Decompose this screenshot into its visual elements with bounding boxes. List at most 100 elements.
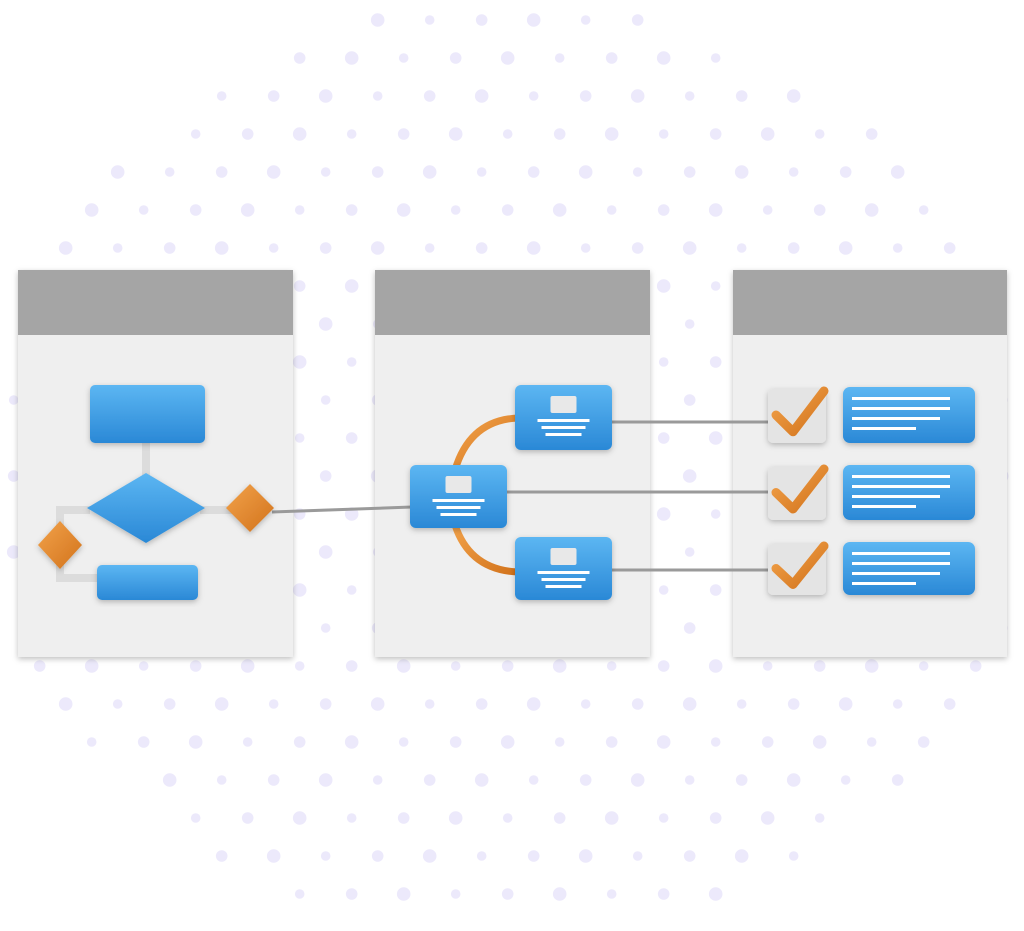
dot <box>424 243 435 253</box>
dot <box>892 699 903 709</box>
checklist-item <box>768 386 975 443</box>
dot <box>864 203 879 217</box>
dot <box>917 736 930 748</box>
dot <box>448 127 463 141</box>
dot <box>814 813 825 823</box>
dot <box>762 205 773 215</box>
dot <box>345 432 358 444</box>
dot <box>138 661 149 671</box>
dot <box>293 280 306 292</box>
dot <box>787 242 800 254</box>
dot <box>344 279 359 293</box>
dot <box>814 129 825 139</box>
dot <box>708 887 723 901</box>
dot <box>528 775 539 785</box>
dot <box>580 243 591 253</box>
dot <box>552 887 567 901</box>
dot <box>292 127 307 141</box>
dot <box>527 850 540 862</box>
dot <box>943 242 956 254</box>
dot <box>266 849 281 863</box>
dot <box>708 659 723 673</box>
checklist-item <box>768 541 975 595</box>
dot <box>138 205 149 215</box>
dot <box>215 850 228 862</box>
dot <box>475 242 488 254</box>
dot <box>630 89 645 103</box>
dot <box>762 661 773 671</box>
dot <box>294 889 305 899</box>
dot <box>268 699 279 709</box>
dot <box>476 167 487 177</box>
dot <box>450 205 461 215</box>
dot <box>552 203 567 217</box>
dot <box>657 888 670 900</box>
dot <box>709 812 722 824</box>
content-card-icon <box>515 385 612 450</box>
dot <box>33 660 46 672</box>
dot <box>189 204 202 216</box>
dot <box>162 773 177 787</box>
dot <box>631 698 644 710</box>
text-card-icon <box>843 542 975 595</box>
dot <box>267 90 280 102</box>
dot <box>632 167 643 177</box>
dot <box>372 91 383 101</box>
dot <box>241 812 254 824</box>
dot <box>606 661 617 671</box>
dot <box>683 166 696 178</box>
dot <box>788 167 799 177</box>
dot <box>604 811 619 825</box>
dot <box>318 317 333 331</box>
process-block-icon <box>90 385 205 443</box>
dot <box>502 813 513 823</box>
dot <box>266 165 281 179</box>
dot <box>656 735 671 749</box>
dot <box>6 545 21 559</box>
dot <box>838 241 853 255</box>
dot <box>786 89 801 103</box>
dot <box>292 355 307 369</box>
dot <box>346 129 357 139</box>
dot <box>475 14 488 26</box>
dot <box>112 699 123 709</box>
orange-diamond-icon <box>226 484 274 532</box>
dot <box>554 737 565 747</box>
dot <box>813 204 826 216</box>
dot <box>710 509 721 519</box>
dot <box>398 737 409 747</box>
orange-diamond-icon <box>38 521 82 569</box>
dot <box>216 91 227 101</box>
dot <box>839 166 852 178</box>
dot <box>684 91 695 101</box>
dot <box>710 53 721 63</box>
dot <box>216 775 227 785</box>
dot <box>578 849 593 863</box>
dot <box>710 281 721 291</box>
text-card-icon <box>843 465 975 520</box>
dot <box>527 166 540 178</box>
dot <box>866 737 877 747</box>
dot <box>501 888 514 900</box>
dot <box>320 623 331 633</box>
dot <box>84 203 99 217</box>
dot <box>424 15 435 25</box>
dot <box>501 660 514 672</box>
dot <box>708 431 723 445</box>
panel-checklist <box>733 270 1007 657</box>
dot <box>605 52 618 64</box>
dot <box>526 697 541 711</box>
dot <box>318 773 333 787</box>
dot <box>163 242 176 254</box>
dot <box>892 243 903 253</box>
dot <box>502 129 513 139</box>
dot <box>318 545 333 559</box>
checklist <box>768 386 975 595</box>
dot <box>684 319 695 329</box>
dot <box>578 165 593 179</box>
dot <box>891 774 904 786</box>
dot <box>813 660 826 672</box>
dot <box>580 15 591 25</box>
dot <box>735 90 748 102</box>
content-card-icon <box>410 465 507 528</box>
